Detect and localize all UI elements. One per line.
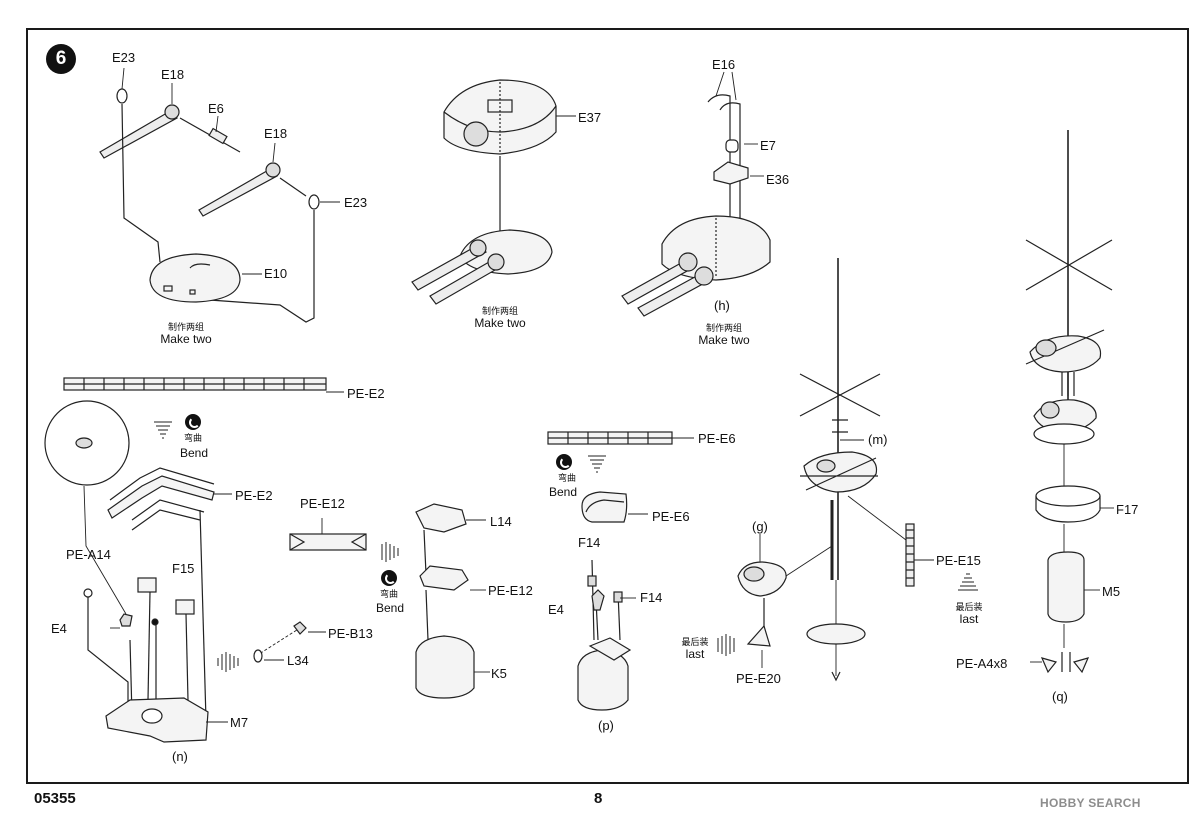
label-pe-b13: PE-B13 [328, 626, 373, 641]
caption-n: (n) [172, 749, 188, 764]
assembly-g [737, 495, 978, 668]
label-k5: K5 [491, 666, 507, 681]
caption-h: (h) [714, 298, 730, 313]
label-e23-top: E23 [112, 50, 136, 65]
pe-e2-strip [63, 377, 344, 393]
label-m5: M5 [1102, 584, 1121, 599]
label-e6: E6 [208, 101, 224, 116]
bend-icon-3 [556, 454, 572, 470]
mast-q [1025, 130, 1114, 674]
label-pe-a14: PE-A14 [66, 547, 111, 562]
caption-q: (q) [1052, 689, 1068, 704]
bend-icon [185, 414, 201, 430]
turret-h [621, 71, 771, 317]
watermark: HOBBY SEARCH [1040, 796, 1141, 810]
label-m7: M7 [230, 715, 249, 730]
make-two-cn-2: 制作两组 [481, 306, 518, 316]
caption-m: (m) [868, 432, 888, 447]
label-e37: E37 [578, 110, 602, 125]
make-two-en-1: Make two [160, 332, 212, 346]
label-e10: E10 [264, 266, 288, 281]
label-l34: L34 [287, 653, 309, 668]
leader-lines-top-left [121, 67, 340, 275]
label-e4-left: E4 [51, 621, 67, 636]
last-en-left: last [685, 647, 705, 661]
label-f14-right: F14 [640, 590, 663, 605]
step-number-badge: 6 [46, 44, 76, 74]
pe-e12-part [289, 518, 367, 551]
label-pe-e6-strip: PE-E6 [698, 431, 736, 446]
label-pe-e15: PE-E15 [936, 553, 981, 568]
label-pe-e20: PE-E20 [736, 671, 781, 686]
make-two-cn-3: 制作两组 [705, 323, 742, 333]
label-f14-left: F14 [578, 535, 601, 550]
bend-arrows-left [154, 421, 172, 439]
turret-e37 [411, 79, 576, 305]
caption-p: (p) [598, 718, 614, 733]
bend-cn-3: 弯曲 [557, 473, 576, 483]
label-e18-top: E18 [161, 67, 185, 82]
bend-en-2: Bend [375, 601, 405, 615]
page-frame [26, 28, 1189, 784]
label-e16: E16 [712, 57, 736, 72]
assembly-k5 [415, 503, 490, 699]
make-two-cn-1: 制作两组 [167, 322, 204, 332]
last-cn-left: 最后装 [681, 637, 709, 647]
mast-m [799, 258, 881, 682]
label-e18-bottom: E18 [264, 126, 288, 141]
pe-b13-l34 [253, 621, 326, 663]
label-e36: E36 [766, 172, 790, 187]
label-e4-right: E4 [548, 602, 564, 617]
gun-assembly-top-left [99, 88, 320, 323]
bend-en-3: Bend [548, 485, 578, 499]
hatched-arrows [217, 542, 735, 672]
assembly-p [547, 431, 694, 711]
caption-g: (g) [752, 519, 768, 534]
label-pe-e12-left: PE-E12 [300, 496, 345, 511]
bend-cn-1: 弯曲 [183, 433, 202, 443]
label-l14: L14 [490, 514, 512, 529]
bend-en-1: Bend [179, 446, 209, 460]
bend-cn-2: 弯曲 [379, 589, 398, 599]
label-e23-right: E23 [344, 195, 368, 210]
label-pe-a4x8: PE-A4x8 [956, 656, 1008, 671]
label-f17: F17 [1116, 502, 1139, 517]
label-pe-e2-strip: PE-E2 [347, 386, 385, 401]
make-two-en-2: Make two [474, 316, 526, 330]
bend-icon-2 [381, 570, 397, 586]
label-f15: F15 [172, 561, 195, 576]
last-en-right: last [959, 612, 979, 626]
label-e7: E7 [760, 138, 776, 153]
last-cn-right: 最后装 [955, 602, 983, 612]
make-two-en-3: Make two [698, 333, 750, 347]
assembly-n [44, 400, 232, 743]
product-code: 05355 [34, 790, 76, 807]
page-number: 8 [594, 790, 603, 807]
label-pe-e6-rail: PE-E6 [652, 509, 690, 524]
label-pe-e2-rail: PE-E2 [235, 488, 273, 503]
label-pe-e12-right: PE-E12 [488, 583, 533, 598]
